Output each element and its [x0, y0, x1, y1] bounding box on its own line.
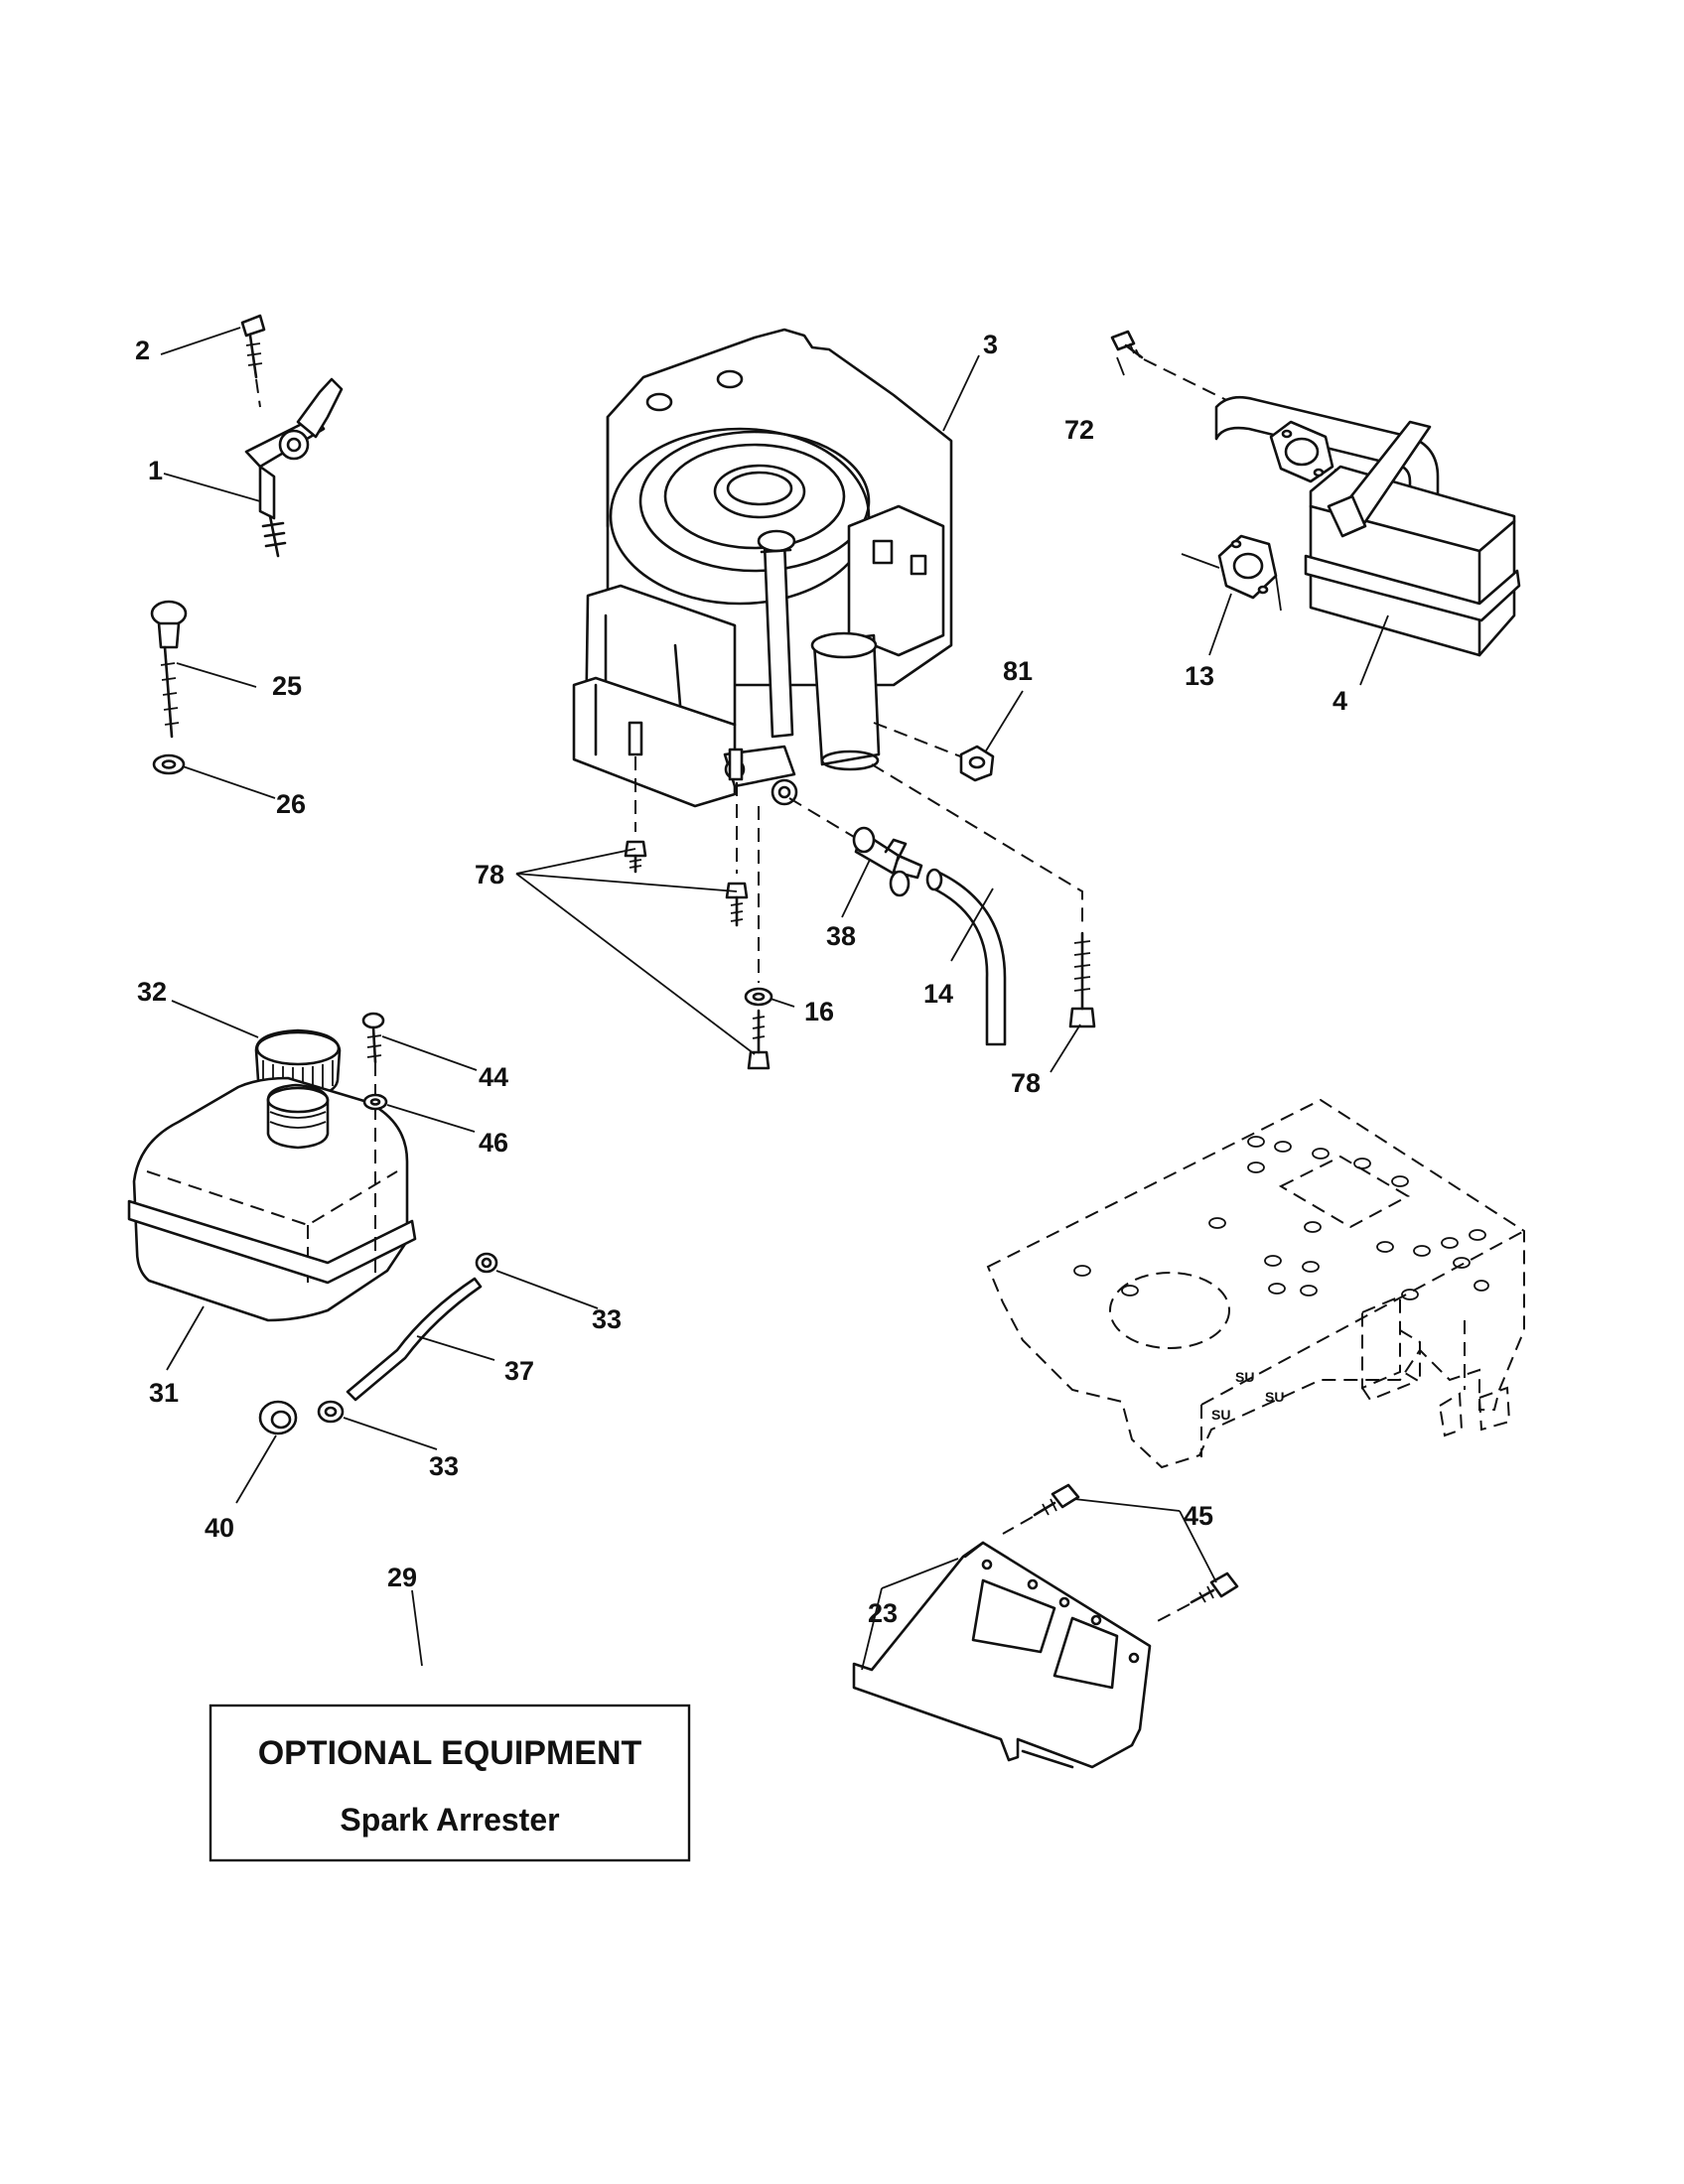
callout-label: 31 — [149, 1378, 179, 1408]
engine-part — [572, 328, 953, 808]
callout-label: 78 — [1011, 1068, 1041, 1098]
callout-label: 37 — [504, 1356, 534, 1386]
valve-part — [852, 826, 923, 897]
callout-label: 32 — [137, 977, 167, 1007]
callout-label: 78 — [475, 860, 504, 889]
bushing-part — [258, 1400, 298, 1435]
washer-part — [362, 1093, 388, 1111]
callout-label: 38 — [826, 921, 856, 951]
screw-part — [1110, 330, 1144, 359]
callout-label: 44 — [479, 1062, 508, 1092]
clamp-part — [475, 1252, 498, 1274]
frame-reference: SU SU SU — [986, 1098, 1525, 1469]
callout-label: 23 — [868, 1598, 898, 1628]
leader-lines — [160, 327, 1389, 1671]
bolt-part — [747, 1009, 771, 1070]
bolt-part — [1068, 931, 1096, 1028]
callout-label: 26 — [276, 789, 306, 819]
optional-equipment-box: OPTIONAL EQUIPMENT Spark Arrester — [209, 1704, 691, 1862]
bolt-part — [624, 840, 647, 874]
washer-part — [744, 987, 773, 1007]
callout-label: 4 — [1333, 686, 1347, 716]
callout-label: 72 — [1064, 415, 1094, 445]
callout-label: 40 — [205, 1513, 234, 1543]
svg-text:SU: SU — [1265, 1389, 1284, 1405]
svg-text:SU: SU — [1235, 1369, 1254, 1385]
callout-label: 3 — [983, 330, 998, 359]
knob-part — [150, 600, 188, 739]
callout-label: 1 — [148, 456, 163, 485]
callout-label: 33 — [592, 1304, 622, 1334]
callout-label: 14 — [923, 979, 953, 1009]
callout-label: 25 — [272, 671, 302, 701]
nut-part — [959, 745, 995, 782]
screw-part — [361, 1012, 385, 1281]
washer-part — [152, 753, 186, 775]
callout-label: 16 — [804, 997, 834, 1026]
callout-label: 29 — [387, 1563, 417, 1592]
callout-label: 13 — [1185, 661, 1214, 691]
shield-part — [852, 1541, 1152, 1769]
screw-part — [240, 314, 266, 408]
callout-label: 45 — [1184, 1501, 1213, 1531]
hose-part — [925, 868, 1007, 1046]
optional-equipment-title: OPTIONAL EQUIPMENT — [258, 1734, 642, 1772]
throttle-control-part — [244, 377, 344, 558]
optional-equipment-subtitle: Spark Arrester — [340, 1802, 559, 1838]
bolt-part — [1002, 1483, 1080, 1535]
bolt-part — [725, 882, 749, 927]
callout-label: 33 — [429, 1451, 459, 1481]
callout-label: 81 — [1003, 656, 1033, 686]
muffler-part — [1214, 395, 1521, 657]
clamp-part — [317, 1400, 345, 1424]
fuel-line-part — [346, 1277, 483, 1402]
callout-label: 2 — [135, 336, 150, 365]
fuel-tank-part — [127, 1076, 417, 1322]
svg-text:SU: SU — [1211, 1407, 1230, 1423]
gasket-part — [1181, 534, 1282, 612]
callout-label: 46 — [479, 1128, 508, 1158]
bolt-part — [1151, 1571, 1239, 1625]
